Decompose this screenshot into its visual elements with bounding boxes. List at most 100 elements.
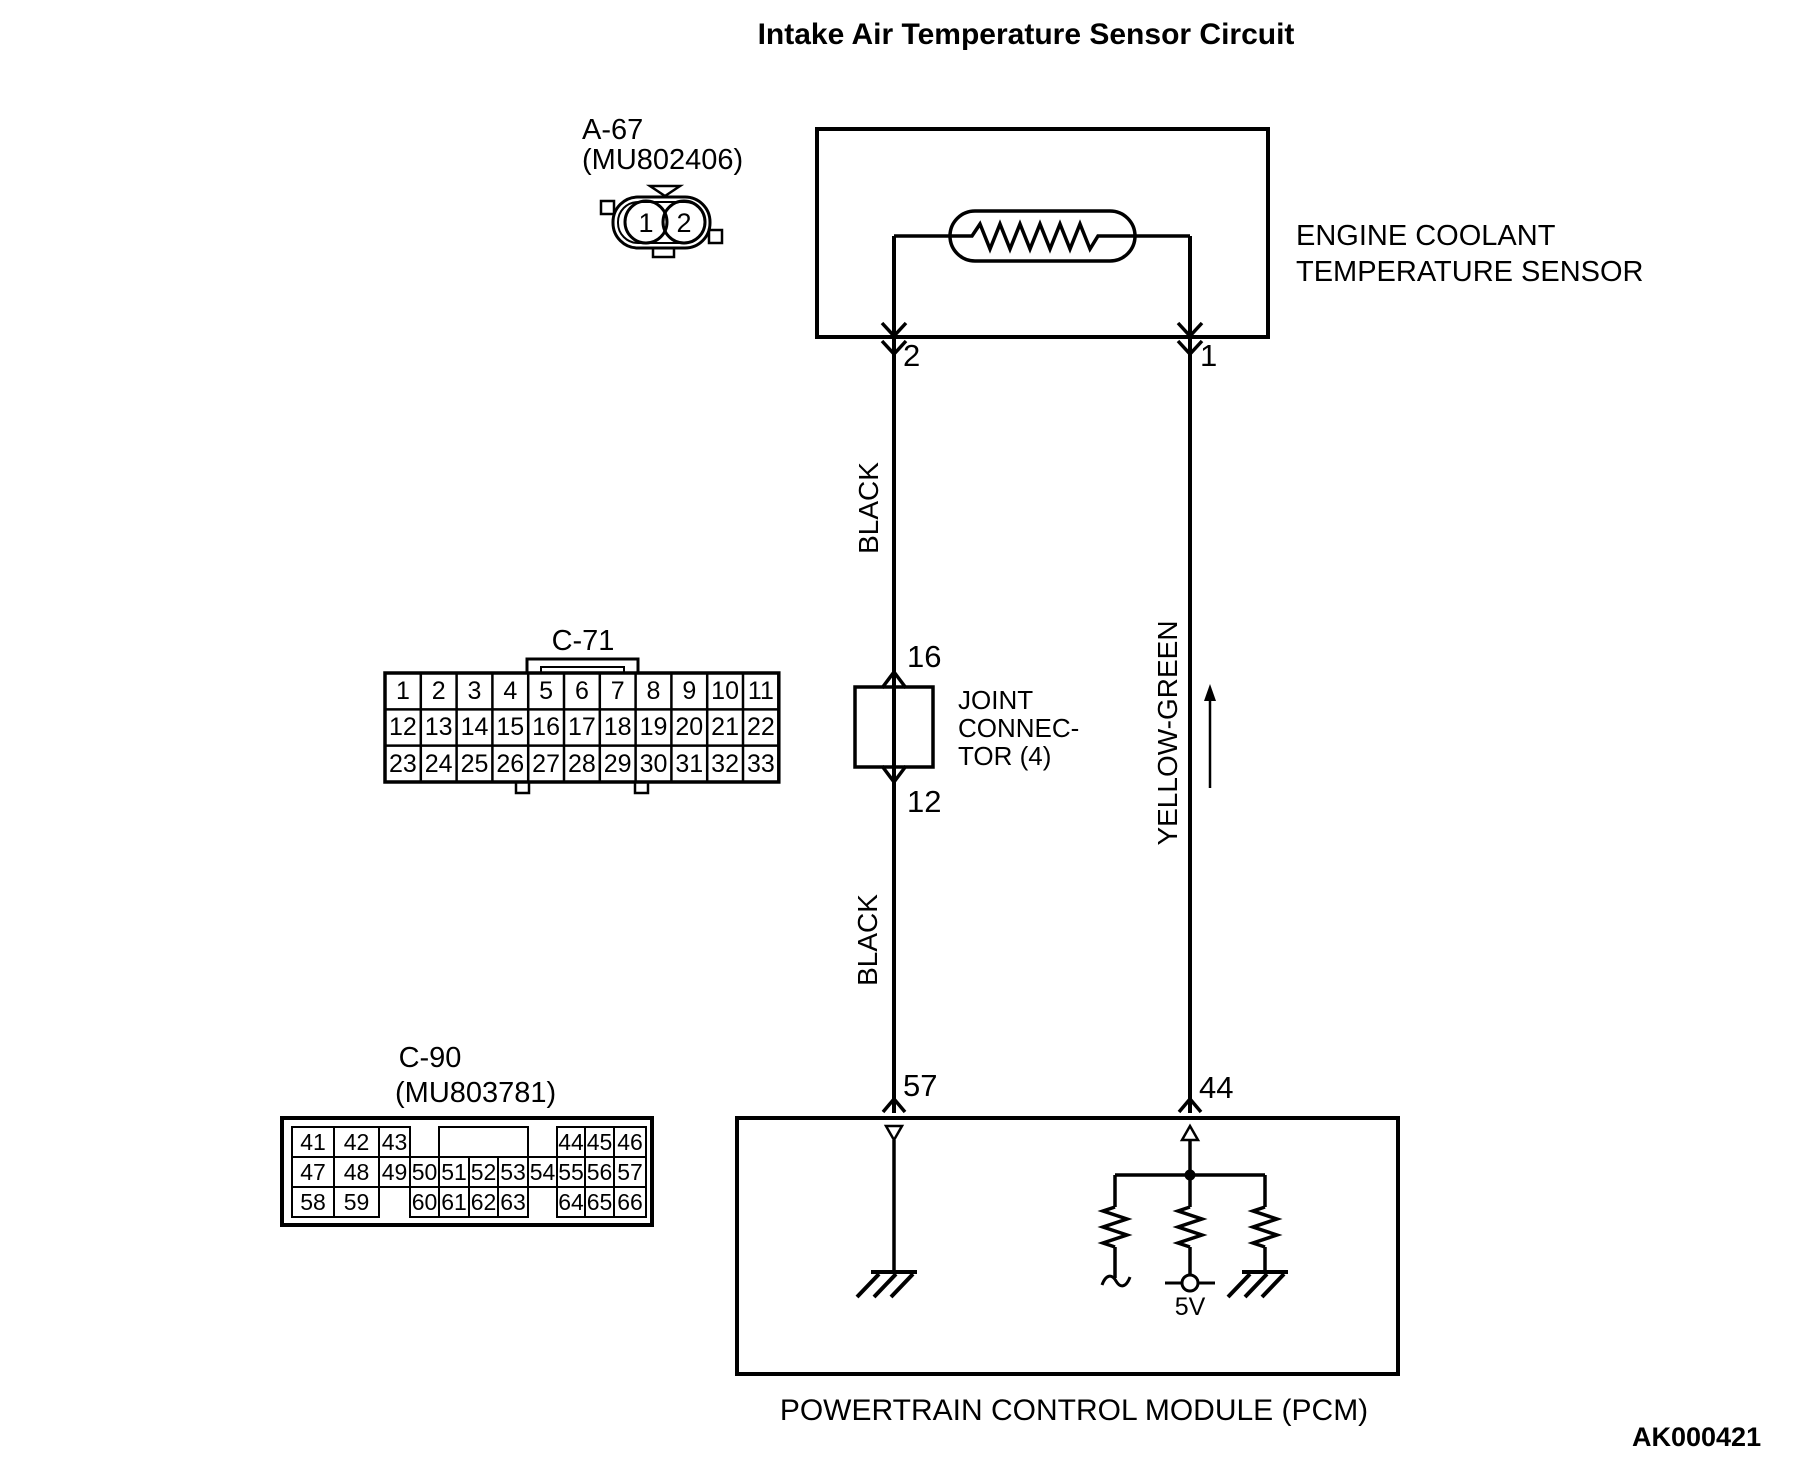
c90-pin-57: 57 bbox=[613, 1156, 647, 1188]
c71-pin-19: 19 bbox=[639, 713, 668, 742]
c71-pin-21: 21 bbox=[711, 713, 739, 742]
c90-pin-48: 48 bbox=[333, 1156, 380, 1188]
c90-connector-outline bbox=[280, 1116, 654, 1227]
c90-part-number: (MU803781) bbox=[395, 1077, 557, 1109]
c71-pin-5: 5 bbox=[539, 677, 554, 705]
joint-label-line3: TOR (4) bbox=[958, 741, 1052, 771]
c71-connector-id: C-71 bbox=[551, 625, 615, 657]
c71-pin-14: 14 bbox=[460, 713, 489, 742]
c90-pin-65: 65 bbox=[584, 1186, 615, 1218]
c71-pin-27: 27 bbox=[532, 749, 560, 778]
c90-pin-60: 60 bbox=[409, 1186, 440, 1218]
resistor-symbol bbox=[894, 219, 1190, 254]
c90-pin-63: 63 bbox=[497, 1186, 529, 1218]
joint-connector-box bbox=[853, 669, 935, 785]
ground-icon bbox=[855, 1270, 917, 1299]
wire-color-black-upper: BLACK bbox=[853, 462, 884, 554]
c71-pin-33: 33 bbox=[746, 749, 775, 778]
c71-connector-outline bbox=[383, 657, 781, 795]
c90-pin-49: 49 bbox=[378, 1156, 411, 1188]
triangle-down-icon bbox=[883, 1124, 905, 1143]
c71-pin-13: 13 bbox=[424, 713, 453, 742]
c90-pin-64: 64 bbox=[556, 1186, 586, 1218]
c71-pin-15: 15 bbox=[496, 713, 525, 742]
c71-pin-4: 4 bbox=[503, 677, 518, 705]
pcm-pin-chevrons bbox=[881, 1096, 1203, 1114]
sensor-pin-chevrons bbox=[880, 321, 1204, 357]
c71-pin-9: 9 bbox=[682, 677, 697, 705]
c71-pin-8: 8 bbox=[646, 677, 661, 705]
a67-pin-1-label: 1 bbox=[638, 208, 654, 238]
sensor-pin-1: 1 bbox=[1200, 338, 1218, 373]
resistor-symbol bbox=[1172, 1205, 1208, 1249]
triangle-up-icon bbox=[1179, 1123, 1201, 1142]
wire-color-yellow-green: YELLOW-GREEN bbox=[1152, 620, 1183, 846]
c90-pin-46: 46 bbox=[613, 1126, 647, 1158]
c90-pin-59: 59 bbox=[333, 1186, 380, 1218]
sensor-box bbox=[815, 127, 1270, 339]
c71-pin-23: 23 bbox=[388, 749, 417, 778]
resistor-symbol bbox=[1247, 1205, 1283, 1249]
a67-connector-id: A-67 bbox=[582, 114, 644, 146]
c90-pin-62: 62 bbox=[468, 1186, 499, 1218]
joint-pin-12: 12 bbox=[907, 784, 942, 819]
c71-pin-28: 28 bbox=[567, 749, 596, 778]
c90-pin-50: 50 bbox=[409, 1156, 440, 1188]
c90-pin-43: 43 bbox=[378, 1126, 411, 1158]
c71-pin-24: 24 bbox=[424, 749, 453, 778]
sensor-name-line1: ENGINE COOLANT bbox=[1296, 220, 1556, 252]
c90-pin-56: 56 bbox=[584, 1156, 615, 1188]
pcm-pin-57: 57 bbox=[903, 1068, 938, 1103]
pin-2-cavity bbox=[661, 199, 707, 245]
pcm-ground-branch bbox=[855, 1124, 917, 1299]
c90-pin-41: 41 bbox=[291, 1126, 335, 1158]
wire-color-black-lower: BLACK bbox=[852, 894, 883, 986]
continuation-squiggle-icon bbox=[1100, 1274, 1132, 1288]
c71-pin-22: 22 bbox=[746, 713, 775, 742]
c71-pin-17: 17 bbox=[567, 713, 596, 742]
pcm-title: POWERTRAIN CONTROL MODULE (PCM) bbox=[779, 1394, 1369, 1427]
c71-pin-12: 12 bbox=[388, 713, 417, 742]
c71-pin-6: 6 bbox=[574, 677, 589, 705]
sensor-name-line2: TEMPERATURE SENSOR bbox=[1296, 256, 1644, 288]
pcm-pullup-network bbox=[1097, 1123, 1288, 1299]
c71-pin-31: 31 bbox=[675, 749, 704, 778]
a67-pin-2-label: 2 bbox=[676, 208, 692, 238]
c90-pin-55: 55 bbox=[556, 1156, 586, 1188]
c71-pin-3: 3 bbox=[467, 677, 482, 705]
c71-pin-7: 7 bbox=[610, 677, 625, 705]
c90-pin-52: 52 bbox=[468, 1156, 499, 1188]
voltage-label: 5V bbox=[1174, 1293, 1206, 1321]
joint-label-line1: JOINT bbox=[958, 685, 1034, 715]
c90-pin-44: 44 bbox=[556, 1126, 586, 1158]
a67-part-number: (MU802406) bbox=[582, 144, 744, 176]
c90-pin-53: 53 bbox=[497, 1156, 529, 1188]
c71-pin-10: 10 bbox=[711, 677, 739, 705]
diagram-title: Intake Air Temperature Sensor Circuit bbox=[757, 18, 1295, 51]
pin-1-cavity bbox=[623, 199, 669, 245]
c90-pin-54: 54 bbox=[527, 1156, 558, 1188]
a67-connector-icon bbox=[599, 184, 724, 259]
c71-pin-20: 20 bbox=[675, 713, 704, 742]
c71-pin-25: 25 bbox=[460, 749, 489, 778]
c90-connector-id: C-90 bbox=[398, 1042, 462, 1074]
joint-label-line2: CONNEC- bbox=[958, 713, 1080, 743]
c90-pin-51: 51 bbox=[438, 1156, 470, 1188]
c90-pin-45: 45 bbox=[584, 1126, 615, 1158]
c90-blank-cell bbox=[438, 1126, 529, 1158]
c71-pin-30: 30 bbox=[639, 749, 668, 778]
c90-pin-58: 58 bbox=[291, 1186, 335, 1218]
resistor-symbol bbox=[1097, 1205, 1133, 1249]
flow-arrow-icon bbox=[1204, 684, 1216, 788]
c90-pin-47: 47 bbox=[291, 1156, 335, 1188]
c71-grid-lines bbox=[383, 671, 781, 784]
pcm-pin-44: 44 bbox=[1199, 1070, 1234, 1105]
c90-pin-61: 61 bbox=[438, 1186, 470, 1218]
c71-pin-29: 29 bbox=[603, 749, 632, 778]
c71-pin-1: 1 bbox=[395, 677, 410, 705]
sensor-pin-2: 2 bbox=[903, 338, 921, 373]
c71-pin-18: 18 bbox=[603, 713, 632, 742]
figure-code: AK000421 bbox=[1632, 1422, 1762, 1452]
